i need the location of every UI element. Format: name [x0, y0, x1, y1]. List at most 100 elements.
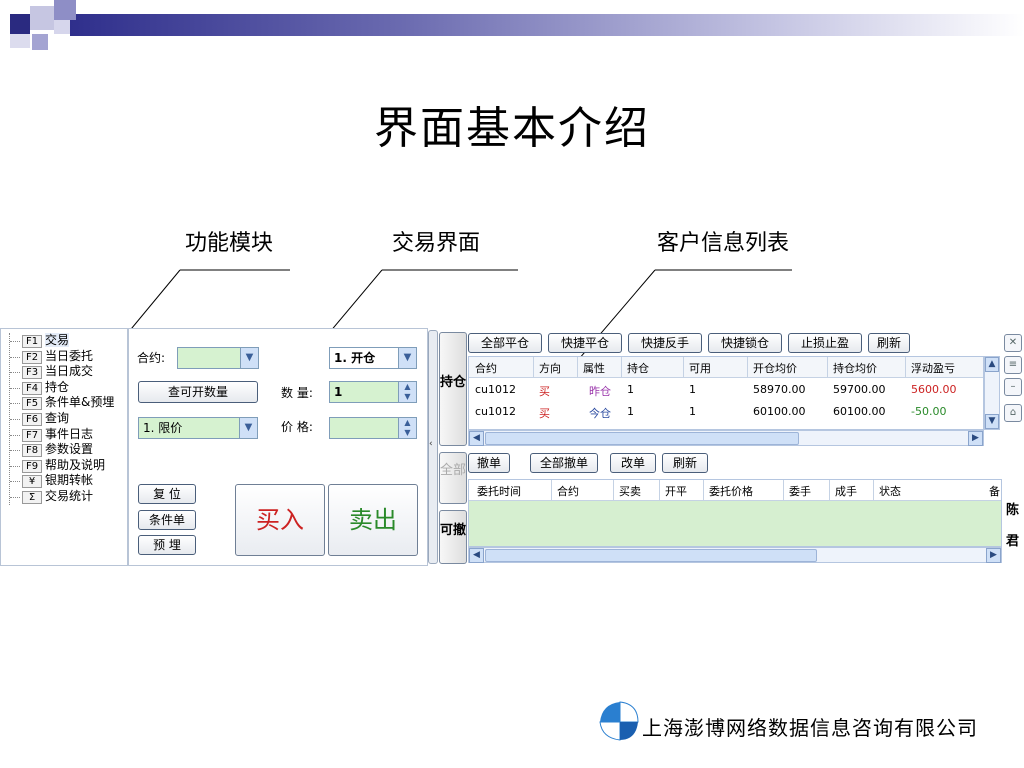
- table-cell: 5600.00: [911, 383, 957, 396]
- price-stepper[interactable]: ▲▼: [329, 417, 417, 439]
- order-toolbar-button[interactable]: 全部撤单: [530, 453, 598, 473]
- scroll-thumb[interactable]: [485, 432, 799, 445]
- position-table-header: 合约 方向 属性 持仓 可用 开仓均价 持仓均价 浮动盈亏: [469, 357, 983, 378]
- position-toolbar-button[interactable]: 快捷平仓: [548, 333, 622, 353]
- order-toolbar-button[interactable]: 改单: [610, 453, 656, 473]
- order-column-header[interactable]: 备: [989, 485, 1000, 498]
- yen-icon: ¥: [22, 475, 42, 489]
- position-column-header[interactable]: 方向: [539, 362, 561, 375]
- tab-position[interactable]: 持仓: [439, 332, 467, 446]
- column-divider: [827, 357, 828, 377]
- contract-select[interactable]: ▼: [177, 347, 259, 369]
- table-cell: -50.00: [911, 405, 947, 418]
- company-name: 上海澎博网络数据信息咨询有限公司: [642, 716, 978, 740]
- position-column-header[interactable]: 合约: [475, 362, 497, 375]
- chevron-left-icon[interactable]: ‹: [429, 439, 433, 449]
- position-toolbar-button[interactable]: 快捷反手: [628, 333, 702, 353]
- order-column-header[interactable]: 合约: [557, 485, 579, 498]
- column-divider: [613, 480, 614, 500]
- order-column-header[interactable]: 买卖: [619, 485, 641, 498]
- position-column-header[interactable]: 可用: [689, 362, 711, 375]
- scroll-thumb[interactable]: [485, 549, 817, 562]
- position-column-header[interactable]: 开仓均价: [753, 362, 797, 375]
- open-close-select[interactable]: 1. 开仓 ▼: [329, 347, 417, 369]
- position-column-header[interactable]: 属性: [583, 362, 605, 375]
- position-toolbar-button[interactable]: 全部平仓: [468, 333, 542, 353]
- spin-arrows-icon[interactable]: ▲▼: [398, 382, 416, 402]
- column-divider: [747, 357, 748, 377]
- order-column-header[interactable]: 委手: [789, 485, 811, 498]
- order-toolbar-button[interactable]: 撤单: [468, 453, 510, 473]
- position-toolbar-button[interactable]: 止损止盈: [788, 333, 862, 353]
- column-divider: [873, 480, 874, 500]
- scroll-up-icon[interactable]: ▲: [985, 357, 999, 372]
- conditional-order-button[interactable]: 条件单: [138, 510, 196, 530]
- list-icon[interactable]: ≡: [1004, 356, 1022, 374]
- contract-label: 合约:: [137, 351, 166, 365]
- label-trade-interface: 交易界面: [392, 231, 481, 256]
- position-hscrollbar[interactable]: ◀ ▶: [468, 430, 984, 446]
- minimize-icon[interactable]: –: [1004, 378, 1022, 396]
- sell-button[interactable]: 卖出: [328, 484, 418, 556]
- panel-splitter[interactable]: ‹: [428, 330, 438, 564]
- menu-item-bank-transfer[interactable]: ¥银期转帐: [10, 473, 128, 489]
- scroll-right-icon[interactable]: ▶: [968, 431, 983, 446]
- tab-cancelable[interactable]: 可撤: [439, 510, 467, 564]
- scroll-right-icon[interactable]: ▶: [986, 548, 1001, 563]
- tab-all[interactable]: 全部: [439, 452, 467, 504]
- column-divider: [703, 480, 704, 500]
- column-divider: [783, 480, 784, 500]
- order-hscrollbar[interactable]: ◀ ▶: [468, 547, 1002, 563]
- scroll-down-icon[interactable]: ▼: [985, 414, 999, 429]
- buy-button[interactable]: 买入: [235, 484, 325, 556]
- chevron-down-icon[interactable]: ▼: [398, 348, 416, 368]
- position-column-header[interactable]: 持仓: [627, 362, 649, 375]
- company-logo: [599, 701, 639, 741]
- table-cell: 60100.00: [833, 405, 886, 418]
- chevron-down-icon[interactable]: ▼: [239, 418, 257, 438]
- label-function-module: 功能模块: [185, 231, 274, 256]
- order-column-header[interactable]: 状态: [879, 485, 901, 498]
- chevron-down-icon[interactable]: ▼: [240, 348, 258, 368]
- position-toolbar-button[interactable]: 刷新: [868, 333, 910, 353]
- order-column-header[interactable]: 委托时间: [477, 485, 521, 498]
- price-type-select[interactable]: 1. 限价 ▼: [138, 417, 258, 439]
- query-available-button[interactable]: 查可开数量: [138, 381, 258, 403]
- order-toolbar-button[interactable]: 刷新: [662, 453, 708, 473]
- table-cell: cu1012: [475, 405, 517, 418]
- scroll-left-icon[interactable]: ◀: [469, 431, 484, 446]
- lock-icon[interactable]: ⌂: [1004, 404, 1022, 422]
- position-column-header[interactable]: 持仓均价: [833, 362, 877, 375]
- order-column-header[interactable]: 委托价格: [709, 485, 753, 498]
- qty-stepper[interactable]: 1 ▲▼: [329, 381, 417, 403]
- reset-button[interactable]: 复 位: [138, 484, 196, 504]
- right-edge-text-1: 陈: [1006, 503, 1020, 518]
- position-toolbar-button[interactable]: 快捷锁仓: [708, 333, 782, 353]
- scroll-left-icon[interactable]: ◀: [469, 548, 484, 563]
- position-column-header[interactable]: 浮动盈亏: [911, 362, 955, 375]
- column-divider: [551, 480, 552, 500]
- close-icon[interactable]: ✕: [1004, 334, 1022, 352]
- table-cell: 买: [539, 407, 550, 420]
- order-panel: 撤单全部撤单改单刷新 委托时间 合约 买卖 开平 委托价格 委手 成手 状态 备 ◀ ▶: [468, 452, 1002, 564]
- spin-arrows-icon[interactable]: ▲▼: [398, 418, 416, 438]
- order-column-header[interactable]: 成手: [835, 485, 857, 498]
- position-vscrollbar[interactable]: ▲ ▼: [984, 356, 1000, 430]
- order-column-header[interactable]: 开平: [665, 485, 687, 498]
- preorder-button[interactable]: 预 埋: [138, 535, 196, 555]
- table-cell: 今仓: [589, 407, 611, 420]
